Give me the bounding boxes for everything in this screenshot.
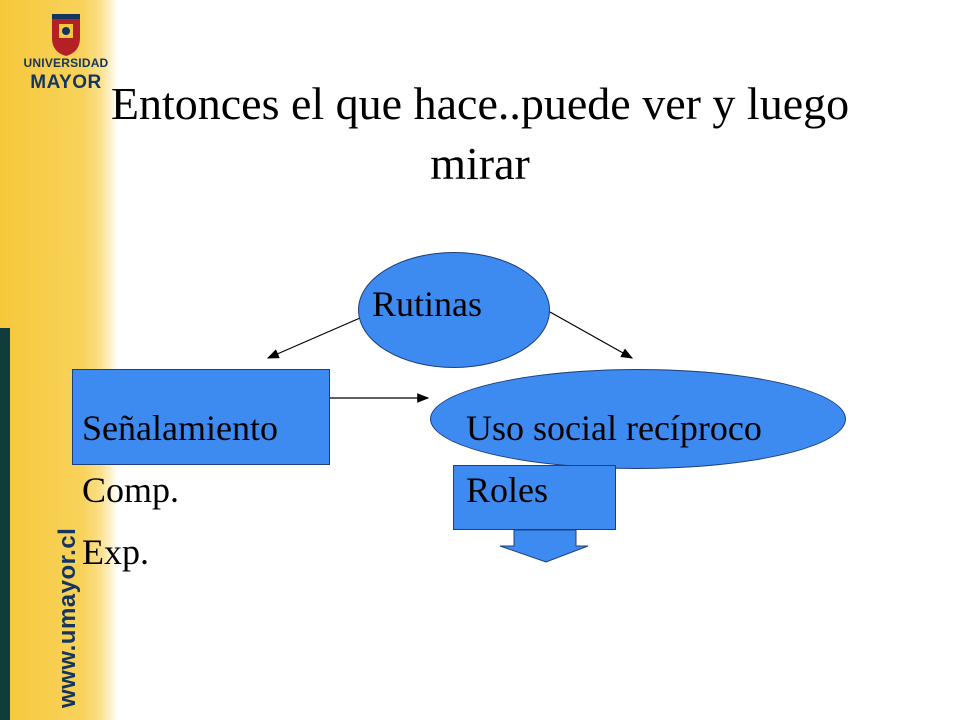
shield-icon [52, 14, 80, 56]
sidebar-dark-strip [0, 328, 10, 720]
arrow-to-senalamiento [266, 317, 361, 359]
logo-text-line2: MAYOR [30, 72, 102, 93]
rutinas-ellipse [358, 252, 550, 368]
label-rutinas: Rutinas [372, 284, 483, 324]
label-senalamiento: Señalamiento [82, 408, 278, 448]
label-roles: Roles [466, 470, 549, 510]
label-comp: Comp. [82, 470, 180, 510]
slide-title: Entonces el que hace..puede ver y luego … [110, 78, 850, 189]
sidebar-band [0, 0, 118, 720]
label-exp: Exp. [82, 532, 149, 572]
label-uso-social: Uso social recíproco [466, 408, 762, 448]
senalamiento-box [72, 369, 330, 465]
logo-text-line1: UNIVERSIDAD [23, 56, 109, 70]
arrow-to-uso-social [549, 311, 634, 359]
university-logo: UNIVERSIDAD MAYOR [18, 14, 114, 106]
uso-social-ellipse [430, 369, 846, 469]
